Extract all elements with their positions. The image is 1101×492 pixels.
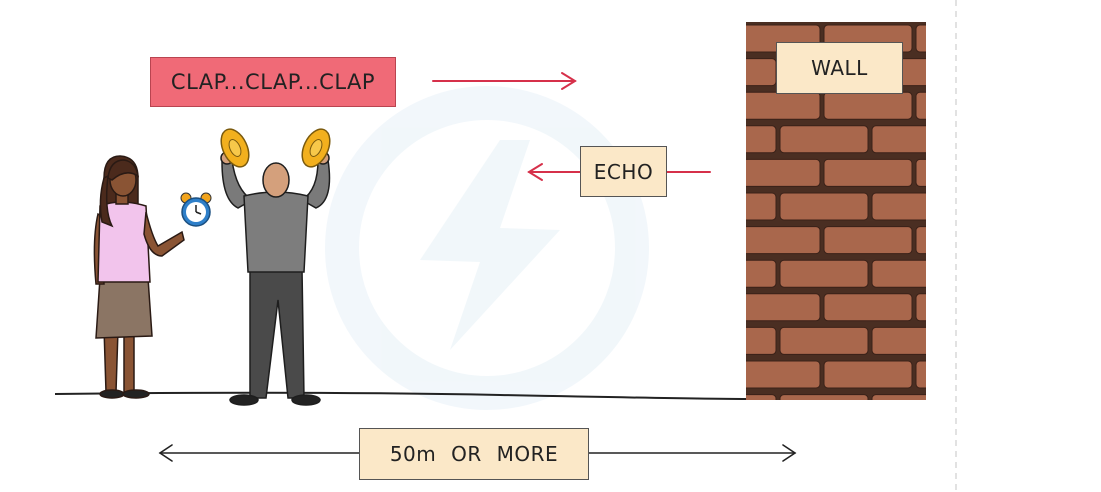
clap-label: CLAP...CLAP...CLAP: [150, 57, 396, 107]
wall-brick: [779, 326, 869, 355]
wall-brick: [746, 326, 777, 355]
wall-brick: [823, 91, 913, 120]
wall-brick: [746, 226, 821, 255]
clap-arrow: [432, 72, 577, 90]
wall-brick: [871, 259, 926, 288]
wall-brick: [746, 158, 821, 187]
wall-brick: [779, 192, 869, 221]
wall-brick: [779, 394, 869, 400]
wall-brick: [915, 293, 926, 322]
wall-brick: [746, 125, 777, 154]
wall-brick: [746, 259, 777, 288]
wall-brick: [823, 360, 913, 389]
wall-brick: [871, 394, 926, 400]
ground-line: [54, 391, 747, 400]
wall-brick: [871, 192, 926, 221]
wall-brick: [915, 91, 926, 120]
wall-brick: [915, 158, 926, 187]
wall-label: WALL: [776, 42, 903, 94]
woman-timer-figure: [93, 155, 185, 399]
wall-brick: [915, 24, 926, 53]
distance-arrow: [158, 444, 797, 462]
wall-brick: [915, 360, 926, 389]
wall-brick: [823, 293, 913, 322]
echo-arrow: [527, 163, 711, 181]
distance-label: 50m OR MORE: [359, 428, 589, 480]
wall-brick: [746, 192, 777, 221]
wall-brick: [871, 125, 926, 154]
alarm-clock-icon: [180, 192, 212, 227]
watermark-logo: [325, 86, 649, 410]
brick-wall: [746, 22, 926, 400]
man-clapping-figure: [220, 151, 331, 406]
wall-brick: [746, 394, 777, 400]
wall-brick: [915, 226, 926, 255]
wall-brick: [823, 226, 913, 255]
wall-brick: [746, 360, 821, 389]
wall-brick: [779, 125, 869, 154]
wall-brick: [746, 91, 821, 120]
wall-brick: [779, 259, 869, 288]
wall-brick: [746, 293, 821, 322]
wall-brick: [746, 58, 777, 87]
echo-label: ECHO: [580, 146, 667, 197]
wall-brick: [823, 158, 913, 187]
wall-brick: [871, 326, 926, 355]
cymbal-icon: [220, 128, 331, 168]
